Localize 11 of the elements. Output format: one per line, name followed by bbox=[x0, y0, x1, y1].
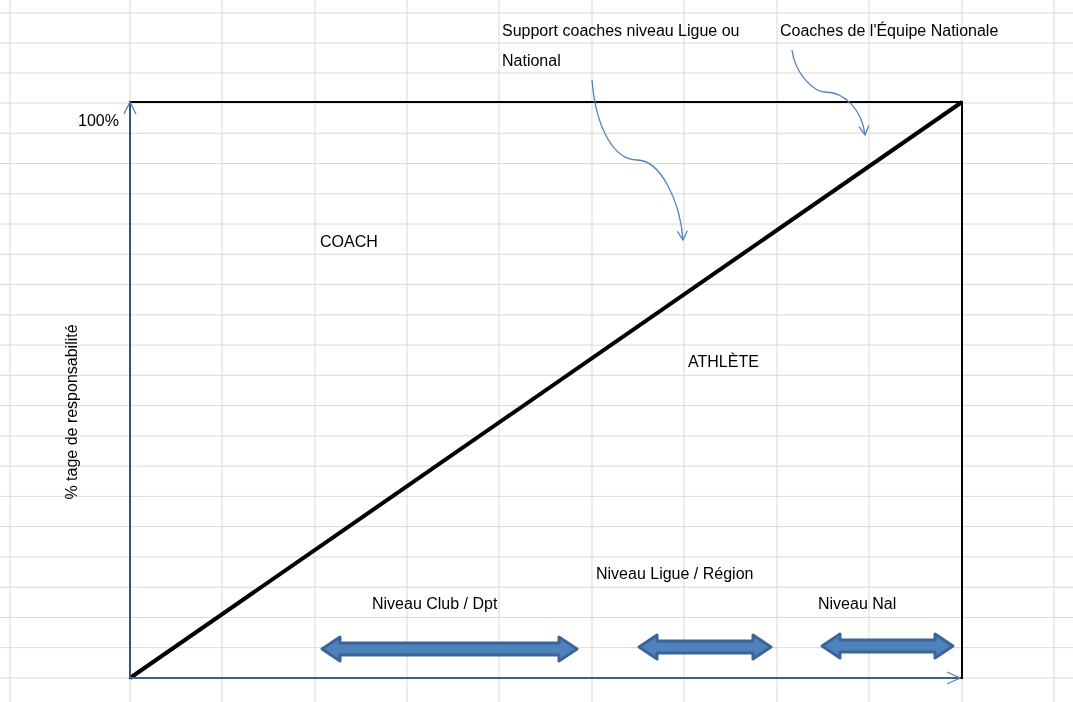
level-label: Niveau Nal bbox=[818, 594, 897, 614]
leader-arrow bbox=[591, 79, 688, 241]
axis-tick-label: 100% bbox=[78, 111, 119, 131]
level-label: Niveau Ligue / Région bbox=[596, 564, 754, 584]
axis-title: % tage de responsabilité bbox=[62, 324, 81, 500]
level-label: Niveau Club / Dpt bbox=[372, 594, 498, 614]
callout-text: Coaches de l'Équipe Nationale bbox=[780, 16, 1070, 46]
area-label: ATHLÈTE bbox=[688, 352, 759, 372]
leader-arrow bbox=[791, 49, 870, 136]
area-label: COACH bbox=[320, 232, 378, 252]
callout-text: Support coaches niveau Ligue ou National bbox=[502, 16, 742, 76]
